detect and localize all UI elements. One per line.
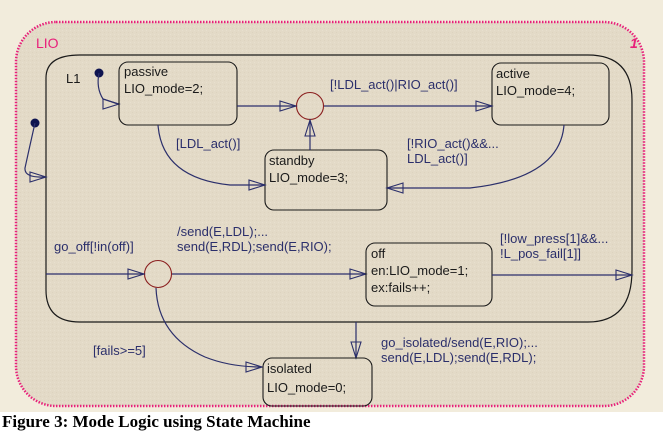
state-standby-name: standby <box>269 153 315 168</box>
state-isolated-name: isolated <box>267 361 312 376</box>
arrowhead-icon <box>304 118 316 137</box>
arrowhead-icon <box>475 100 494 112</box>
state-off-entry: en:LIO_mode=1; <box>371 263 468 278</box>
state-active[interactable]: active LIO_mode=4; <box>491 62 610 126</box>
state-off-exit: ex:fails++; <box>371 280 430 295</box>
state-lio-label: LIO <box>36 35 59 51</box>
arrowhead-icon <box>385 182 404 194</box>
state-standby-action: LIO_mode=3; <box>269 170 348 185</box>
state-off-name: off <box>371 246 386 261</box>
state-passive-name: passive <box>124 64 168 79</box>
transition-label-exit-off-1[interactable]: [!low_press[1]&&... <box>500 231 608 246</box>
transition-label-active-to-standby-2[interactable]: LDL_act()] <box>407 151 468 166</box>
decomposition-number: 1 <box>630 35 638 51</box>
transition-label-go-off[interactable]: go_off[!in(off)] <box>54 239 134 254</box>
transition-label-passive-to-standby[interactable]: [LDL_act()] <box>176 136 240 151</box>
state-l1-label: L1 <box>66 71 80 86</box>
transition-label-active-to-standby-1[interactable]: [!RIO_act()&&... <box>407 136 499 151</box>
state-isolated[interactable]: isolated LIO_mode=0; <box>262 357 373 407</box>
arrowhead-icon <box>102 98 121 110</box>
figure-caption: Figure 3: Mode Logic using State Machine <box>2 412 311 431</box>
transition-label-send-2[interactable]: send(E,RDL);send(E,RIO); <box>177 239 332 254</box>
arrowhead-icon <box>350 341 362 360</box>
state-off[interactable]: off en:LIO_mode=1; ex:fails++; <box>365 242 493 307</box>
arrowhead-icon <box>29 171 48 183</box>
transition-label-send-1[interactable]: /send(E,LDL);... <box>177 224 268 239</box>
state-passive-action: LIO_mode=2; <box>124 81 203 96</box>
arrowhead-icon <box>349 268 368 280</box>
state-standby[interactable]: standby LIO_mode=3; <box>264 149 388 211</box>
transition-label-to-active[interactable]: [!LDL_act()|RIO_act()] <box>330 77 458 92</box>
state-l1[interactable] <box>45 54 633 323</box>
arrowhead-icon <box>245 361 264 373</box>
state-active-action: LIO_mode=4; <box>496 83 575 98</box>
state-active-name: active <box>496 66 530 81</box>
stateflow-canvas: LIO 1 L1 passive LIO_mode=2; active LIO_… <box>0 0 663 412</box>
state-isolated-action: LIO_mode=0; <box>267 380 346 395</box>
arrowhead-icon <box>127 268 146 280</box>
transition-label-exit-off-2[interactable]: !L_pos_fail[1]] <box>500 246 581 261</box>
transition-label-fails[interactable]: [fails>=5] <box>93 343 146 358</box>
arrowhead-icon <box>279 100 298 112</box>
transition-label-go-isolated-2[interactable]: send(E,LDL);send(E,RDL); <box>381 350 536 365</box>
arrowhead-icon <box>248 179 267 191</box>
transition-label-go-isolated-1[interactable]: go_isolated/send(E,RIO);... <box>381 335 538 350</box>
state-diagram: LIO 1 L1 passive LIO_mode=2; active LIO_… <box>14 20 646 408</box>
arrowhead-icon <box>615 269 634 281</box>
state-passive[interactable]: passive LIO_mode=2; <box>118 61 238 126</box>
